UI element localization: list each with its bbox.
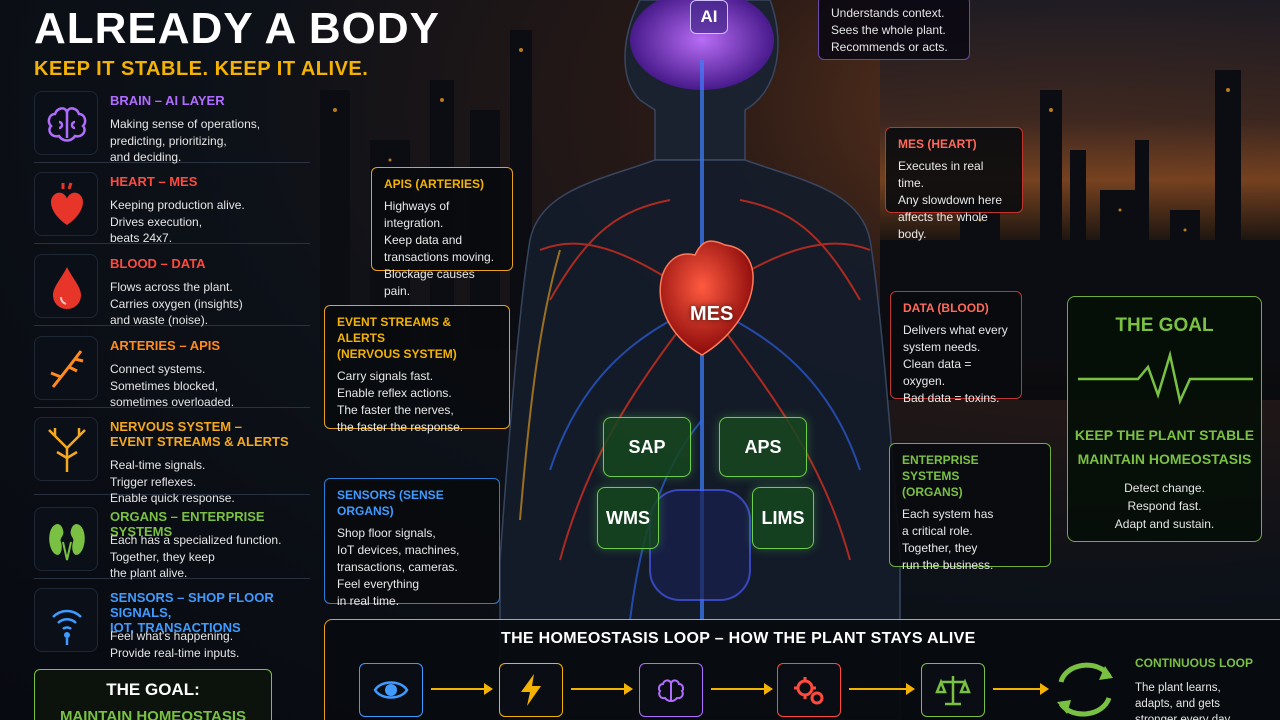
sensors-callout-body: Shop floor signals, IoT devices, machine… xyxy=(337,526,460,608)
enterprise-systems-callout: ENTERPRISE SYSTEMS (ORGANS) Each system … xyxy=(889,443,1051,572)
kidneys-icon xyxy=(34,507,98,571)
continuous-loop-title: CONTINUOUS LOOP xyxy=(1135,656,1254,670)
organ-wms: WMS xyxy=(597,487,659,549)
sidebar-item-organs: ORGANS – ENTERPRISE SYSTEMS Each has a s… xyxy=(34,501,310,580)
sidebar-heading-arteries: ARTERIES – APIs xyxy=(110,338,221,353)
sidebar-body-blood: Flows across the plant. Carries oxygen (… xyxy=(110,280,243,327)
goal-left-title: THE GOAL: xyxy=(106,680,200,699)
sidebar-body-nervous-system: Real-time signals. Trigger reflexes. Ena… xyxy=(110,458,235,505)
sidebar-heading-organs: ORGANS – ENTERPRISE SYSTEMS xyxy=(110,509,265,539)
loop-arrow xyxy=(711,683,773,695)
loop-arrow xyxy=(849,683,915,695)
eye-icon xyxy=(373,681,409,699)
goal-left-subtitle: MAINTAIN HOMEOSTASIS xyxy=(59,708,247,720)
goal-right-line2: MAINTAIN HOMEOSTASIS xyxy=(1077,451,1252,467)
loop-step-signal xyxy=(499,663,563,717)
event-streams-callout: EVENT STREAMS & ALERTS (NERVOUS SYSTEM) … xyxy=(324,305,510,434)
sidebar-item-brain: BRAIN – AI LAYER Making sense of operati… xyxy=(34,85,310,164)
sidebar-item-heart: HEART – MES Keeping production alive. Dr… xyxy=(34,166,310,245)
page-subtitle: KEEP IT STABLE. KEEP IT ALIVE. xyxy=(34,58,369,80)
sidebar-heading-nervous-system: NERVOUS SYSTEM – EVENT STREAMS & ALERTS xyxy=(110,419,289,449)
data-callout-body: Delivers what every system needs. Clean … xyxy=(903,323,1008,405)
sidebar-heading-heart: HEART – MES xyxy=(110,174,198,189)
loop-step-act xyxy=(777,663,841,717)
lightning-icon xyxy=(521,674,541,706)
goal-right-body: Detect change. Respond fast. Adapt and s… xyxy=(1114,481,1215,531)
sidebar-body-brain: Making sense of operations, predicting, … xyxy=(110,117,261,164)
heartbeat-line-icon xyxy=(1078,350,1253,405)
sidebar-heading-brain: BRAIN – AI LAYER xyxy=(110,93,225,108)
continuous-loop-icon xyxy=(1057,662,1113,717)
mes-callout-body: Executes in real time. Any slowdown here… xyxy=(898,159,1003,241)
sidebar-item-sensors: SENSORS – SHOP FLOOR SIGNALS, IOT, TRANS… xyxy=(34,582,310,660)
events-callout-title: EVENT STREAMS & ALERTS (NERVOUS SYSTEM) xyxy=(337,315,457,361)
apis-callout-title: APIs (ARTERIES) xyxy=(384,177,485,191)
brain-icon xyxy=(34,91,98,155)
sidebar-heading-sensors: SENSORS – SHOP FLOOR SIGNALS, IOT, TRANS… xyxy=(110,590,274,635)
gears-icon xyxy=(794,677,824,705)
goal-right-panel: THE GOAL KEEP THE PLANT STABLE MAINTAIN … xyxy=(1067,296,1262,542)
apis-arteries-callout: APIs (ARTERIES) Highways of integration.… xyxy=(371,167,513,298)
sensor-icon xyxy=(34,588,98,652)
sidebar-body-sensors: Feel what's happening. Provide real-time… xyxy=(110,629,240,660)
loop-arrow xyxy=(431,683,493,695)
organ-aps: APS xyxy=(719,417,807,477)
loop-arrow xyxy=(993,683,1049,695)
goal-left-panel: THE GOAL: MAINTAIN HOMEOSTASIS xyxy=(34,669,272,720)
homeostasis-loop-panel: THE HOMEOSTASIS LOOP – HOW THE PLANT STA… xyxy=(324,619,1280,720)
loop-title: THE HOMEOSTASIS LOOP – HOW THE PLANT STA… xyxy=(501,630,976,647)
apis-callout-body: Highways of integration. Keep data and t… xyxy=(384,199,495,298)
sensors-callout-title: SENSORS (SENSE ORGANS) xyxy=(337,488,444,518)
loop-step-balance xyxy=(921,663,985,717)
sidebar-body-heart: Keeping production alive. Drives executi… xyxy=(110,198,245,245)
heart-icon xyxy=(34,172,98,236)
ai-callout: Understands context. Sees the whole plan… xyxy=(818,0,970,60)
data-blood-callout: DATA (BLOOD) Delivers what every system … xyxy=(890,291,1022,405)
brain-icon xyxy=(658,679,684,702)
arteries-icon xyxy=(34,336,98,400)
organ-lims: LIMS xyxy=(752,487,814,549)
sidebar-heading-blood: BLOOD – DATA xyxy=(110,256,206,271)
ai-badge: AI xyxy=(690,0,728,34)
organ-sap: SAP xyxy=(603,417,691,477)
mes-heart-callout: MES (HEART) Executes in real time. Any s… xyxy=(885,127,1023,241)
mes-callout-title: MES (HEART) xyxy=(898,137,977,151)
loop-step-think xyxy=(639,663,703,717)
loop-arrow xyxy=(571,683,633,695)
scales-icon xyxy=(935,676,971,706)
heart-mes-label: MES xyxy=(690,303,734,325)
goal-right-title: THE GOAL xyxy=(1115,315,1214,336)
sidebar-body-arteries: Connect systems. Sometimes blocked, some… xyxy=(110,362,235,409)
blood-drop-icon xyxy=(34,254,98,318)
page-title: ALREADY A BODY xyxy=(34,4,440,53)
sidebar-body-organs: Each has a specialized function. Togethe… xyxy=(110,533,282,580)
sidebar-item-nervous-system: NERVOUS SYSTEM – EVENT STREAMS & ALERTS … xyxy=(34,411,310,505)
data-callout-title: DATA (BLOOD) xyxy=(903,301,989,315)
enterprise-callout-body: Each system has a critical role. Togethe… xyxy=(902,507,994,572)
sensors-callout: SENSORS (SENSE ORGANS) Shop floor signal… xyxy=(324,478,500,608)
sidebar-item-arteries: ARTERIES – APIs Connect systems. Sometim… xyxy=(34,330,310,409)
loop-step-sense xyxy=(359,663,423,717)
events-callout-body: Carry signals fast. Enable reflex action… xyxy=(337,369,464,434)
continuous-loop-body: The plant learns, adapts, and gets stron… xyxy=(1135,682,1233,720)
sidebar-item-blood: BLOOD – DATA Flows across the plant. Car… xyxy=(34,248,310,327)
enterprise-callout-title: ENTERPRISE SYSTEMS (ORGANS) xyxy=(902,453,979,499)
goal-right-line1: KEEP THE PLANT STABLE xyxy=(1074,427,1255,443)
nerves-icon xyxy=(34,417,98,481)
human-body-illustration xyxy=(499,0,901,720)
